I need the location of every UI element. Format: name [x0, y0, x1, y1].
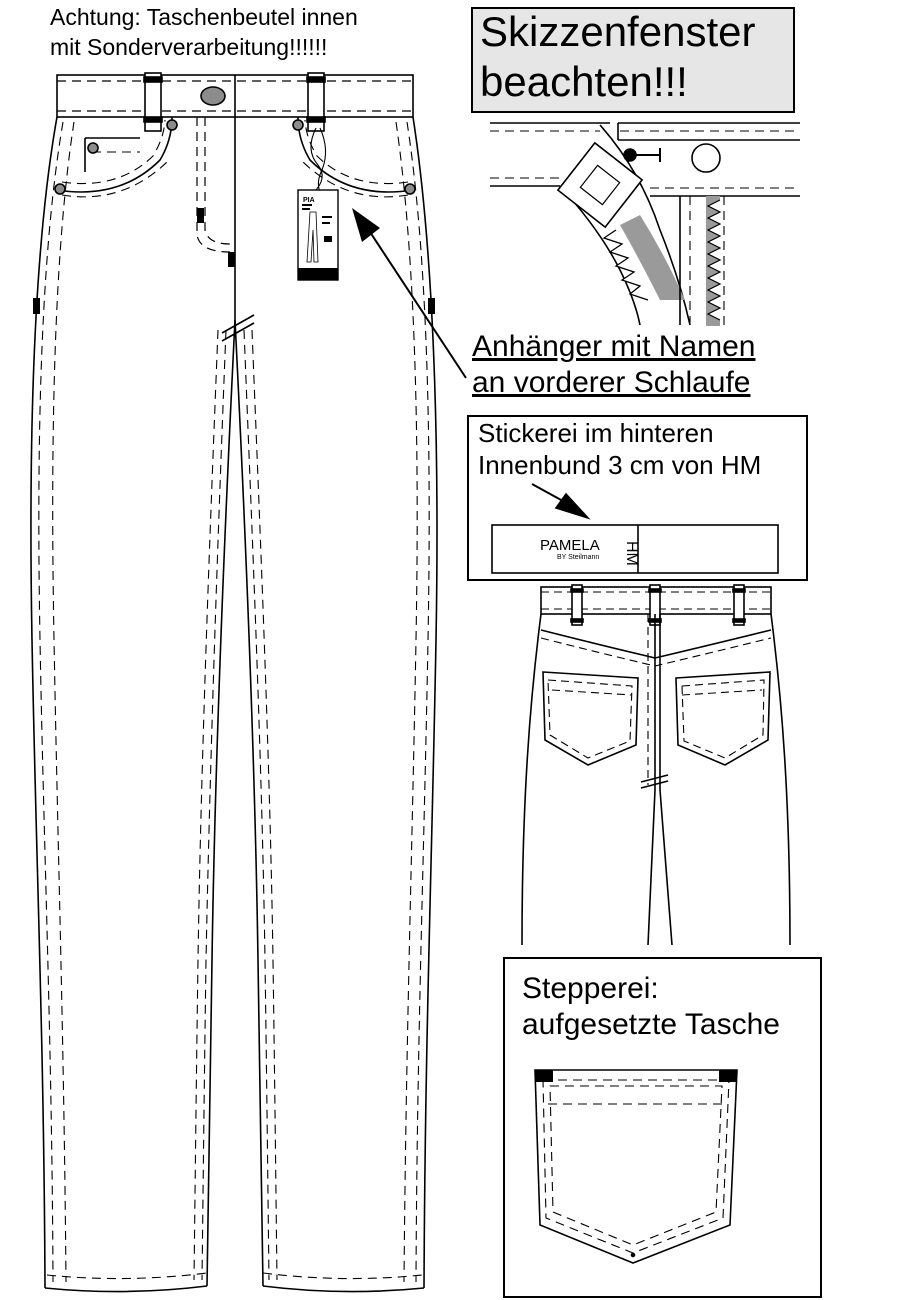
hang-tag-brand: PIA [303, 197, 315, 204]
left-leg-hem [44, 1285, 208, 1293]
inner-waistband-strip [491, 524, 779, 574]
sketch-window-title-box [471, 7, 795, 113]
back-view-jeans [521, 584, 791, 946]
embroidery-arrow [554, 492, 591, 520]
right-front-pocket [297, 116, 414, 193]
sketch-window-title-line1: Skizzenfenster [480, 8, 756, 55]
embroidery-label-graphic [491, 483, 779, 574]
detail-button [691, 143, 721, 173]
embroidery-note-frame [467, 415, 808, 581]
embroidery-note-line1: Stickerei im hinteren [478, 418, 714, 448]
back-pocket-right [675, 671, 771, 766]
left-leg-outer-seam [30, 116, 58, 1289]
front-view-jeans [30, 72, 438, 1293]
stitching-note-line2: aufgesetzte Tasche [522, 1008, 780, 1041]
left-front-pocket [56, 116, 173, 193]
right-leg-hem [262, 1285, 425, 1293]
right-leg-inseam [234, 319, 264, 1287]
warning-note-line2: mit Sonderverarbeitung!!!!!! [50, 34, 328, 60]
sketch-window-title-line2: beachten!!! [480, 58, 688, 105]
right-leg-outer-seam [412, 116, 438, 1289]
patch-pocket-stitching-detail [534, 1069, 738, 1264]
back-pocket-left [542, 671, 639, 766]
waistband-button [200, 86, 226, 106]
fly-stitching [196, 117, 231, 253]
back-yoke [540, 629, 772, 659]
detail-belt-loop [556, 141, 644, 229]
stitching-note-line1: Stepperei: [522, 972, 659, 1005]
embroidery-label-sub: BY Steilmann [557, 554, 600, 561]
hang-tag-note-line1: Anhänger mit Namen [472, 330, 756, 363]
embroidery-label-hm: HM [623, 541, 640, 566]
hang-tag-arrow [352, 208, 467, 379]
embroidery-note-line2: Innenbund 3 cm von HM [478, 450, 762, 480]
warning-note-line1: Achtung: Taschenbeutel innen [50, 4, 358, 30]
patch-pocket-outline [534, 1069, 738, 1264]
zipper-tape-left [620, 215, 685, 300]
left-leg-inseam [206, 117, 236, 1287]
stitching-note-frame [503, 957, 822, 1298]
embroidery-label-brand: PAMELA [540, 537, 600, 554]
left-coin-pocket [84, 137, 140, 172]
hang-tag-note-line2: an vorderer Schlaufe [472, 366, 751, 399]
sketch-window-zipper-detail [490, 122, 800, 326]
